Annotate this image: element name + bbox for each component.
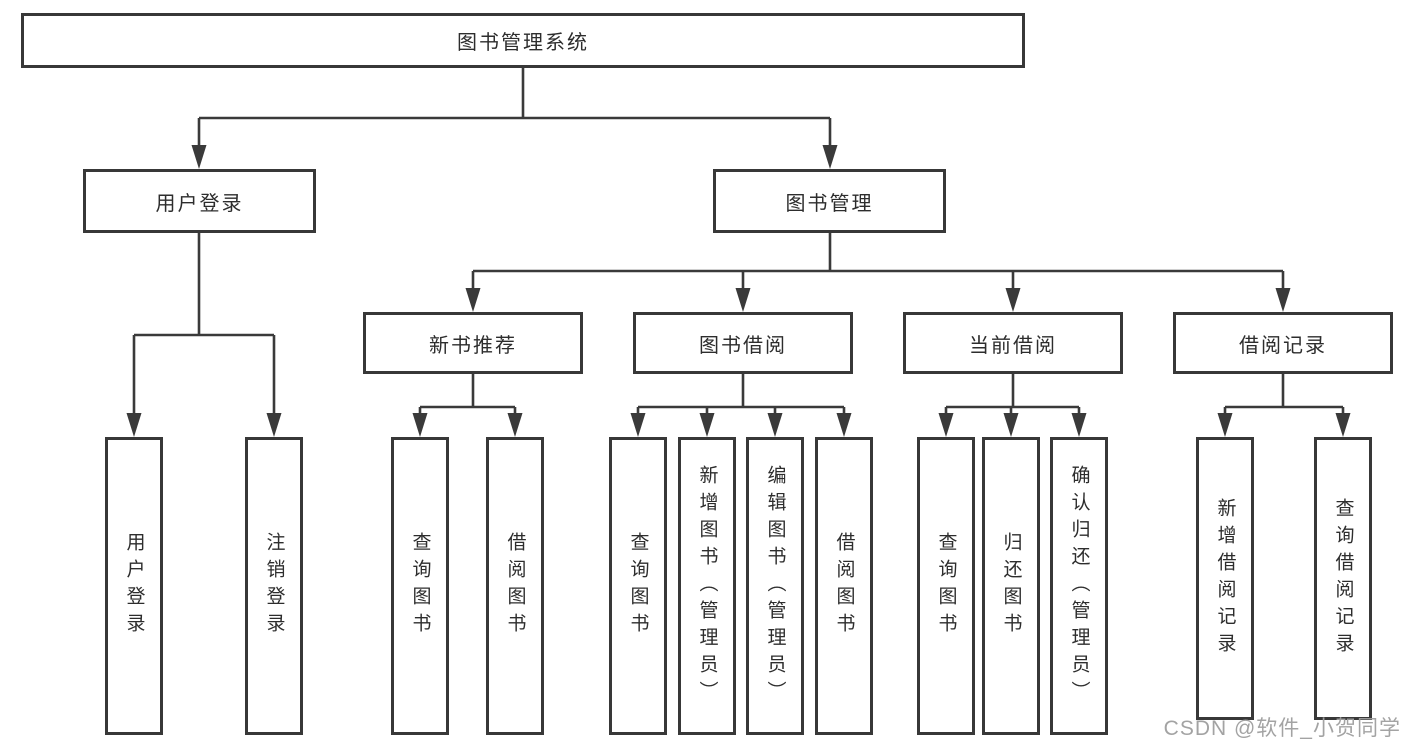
node-label: 借阅图书 xyxy=(504,532,526,640)
node-label: 借阅图书 xyxy=(833,532,855,640)
node-label: 新增借阅记录 xyxy=(1214,497,1236,660)
csdn-watermark: CSDN @软件_小贺同学 xyxy=(1163,717,1401,740)
arrowhead-icons xyxy=(126,145,1351,437)
node-label: 归还图书 xyxy=(1000,532,1022,640)
leaf-query-books-1: 查询图书 xyxy=(391,437,449,735)
leaf-borrow-books-2: 借阅图书 xyxy=(815,437,873,735)
leaf-edit-books-admin: 编辑图书（管理员） xyxy=(746,437,804,735)
leaf-query-books-2: 查询图书 xyxy=(609,437,667,735)
node-label: 查询借阅记录 xyxy=(1332,497,1354,660)
leaf-confirm-return-admin: 确认归还（管理员） xyxy=(1050,437,1108,735)
node-book-management: 图书管理 xyxy=(713,169,946,233)
leaf-return-books: 归还图书 xyxy=(982,437,1040,735)
node-label: 图书管理 xyxy=(785,192,874,215)
node-label: 查询图书 xyxy=(409,532,431,640)
node-user-login: 用户登录 xyxy=(83,169,316,233)
leaf-query-books-3: 查询图书 xyxy=(917,437,975,735)
node-label: 借阅记录 xyxy=(1239,334,1327,357)
node-label: 查询图书 xyxy=(935,532,957,640)
node-label: 查询图书 xyxy=(627,532,649,640)
node-label: 当前借阅 xyxy=(969,334,1057,357)
node-book-borrow: 图书借阅 xyxy=(633,312,853,374)
node-label: 新增图书（管理员） xyxy=(696,464,718,708)
node-label: 用户登录 xyxy=(123,532,145,640)
node-root-system: 图书管理系统 xyxy=(21,13,1025,68)
leaf-add-books-admin: 新增图书（管理员） xyxy=(678,437,736,735)
node-borrow-records: 借阅记录 xyxy=(1173,312,1393,374)
leaf-add-borrow-record: 新增借阅记录 xyxy=(1196,437,1254,720)
leaf-user-login: 用户登录 xyxy=(105,437,163,735)
node-current-borrow: 当前借阅 xyxy=(903,312,1123,374)
node-label: 图书管理系统 xyxy=(457,32,589,54)
node-label: 图书借阅 xyxy=(699,334,787,357)
node-label: 编辑图书（管理员） xyxy=(764,464,786,708)
leaf-logout: 注销登录 xyxy=(245,437,303,735)
node-label: 注销登录 xyxy=(263,532,285,640)
node-label: 用户登录 xyxy=(155,192,244,215)
node-label: 新书推荐 xyxy=(429,334,517,357)
node-new-book-recommend: 新书推荐 xyxy=(363,312,583,374)
leaf-query-borrow-record: 查询借阅记录 xyxy=(1314,437,1372,720)
node-label: 确认归还（管理员） xyxy=(1068,464,1090,708)
leaf-borrow-books-1: 借阅图书 xyxy=(486,437,544,735)
